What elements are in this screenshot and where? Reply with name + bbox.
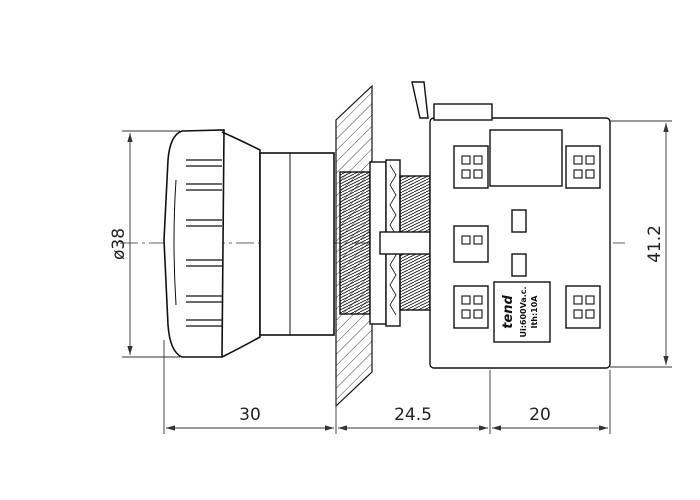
label-brand: tend: [501, 295, 516, 329]
dim-length-head: 30: [239, 405, 261, 425]
product-label: tend Ui:600Va.c. Ith:10A: [501, 286, 539, 337]
terminal-squares: [461, 155, 595, 319]
dim-diameter: ø38: [109, 228, 129, 260]
label-voltage: Ui:600Va.c.: [519, 286, 528, 337]
dim-length-block: 20: [529, 405, 551, 425]
button-barrel: [259, 152, 335, 336]
dim-height: 41.2: [645, 225, 665, 263]
contact-block: [411, 81, 611, 369]
threaded-bushing: [339, 159, 431, 327]
mushroom-head: [163, 129, 261, 358]
dimension-lines: [122, 120, 672, 434]
label-current: Ith:10A: [530, 295, 539, 329]
dim-length-mount: 24.5: [394, 405, 432, 425]
